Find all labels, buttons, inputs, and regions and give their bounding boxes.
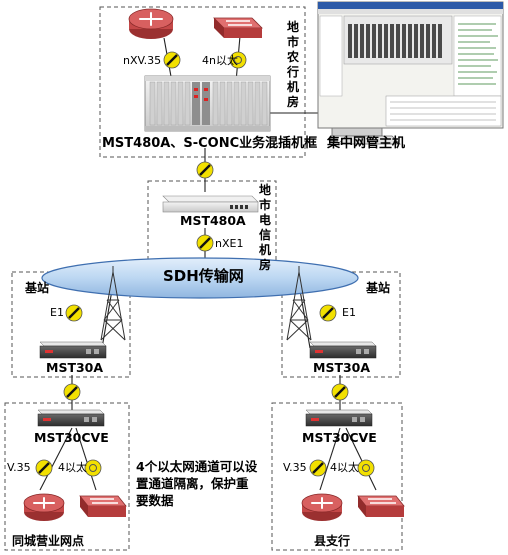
switch-right-icon [357, 495, 405, 517]
base-station-right-label: 基站 [366, 281, 391, 295]
nxe1-label: nXE1 [215, 237, 244, 250]
nms-host-label: 集中网管主机 [327, 136, 406, 151]
e1-right-label: E1 [342, 306, 356, 319]
mst30a-right-device-icon [309, 341, 377, 359]
nms-software-screenshot [317, 1, 504, 129]
connector-icon [65, 304, 83, 322]
mst30a-left-label: MST30A [46, 360, 104, 375]
mst30cve-left-label: MST30CVE [34, 430, 109, 445]
connector-icon [196, 161, 214, 179]
nxv35-label: nXV.35 [123, 54, 162, 67]
mst480a-label: MST480A [180, 213, 246, 228]
chassis-title: MST480A、S-CONC业务混插机框 [102, 136, 318, 151]
mst30a-right-label: MST30A [313, 360, 371, 375]
router-right-icon [301, 493, 343, 521]
e1-left-label: E1 [50, 306, 64, 319]
v35-left-label: V.35 [7, 461, 31, 474]
connector-icon [63, 383, 81, 401]
connector-icon [84, 459, 102, 477]
sdh-network-cloud [41, 257, 359, 299]
eth4-right-label: 4以太 [330, 461, 359, 474]
switch-icon [213, 17, 263, 38]
connector-icon [331, 383, 349, 401]
eth4-left-label: 4以太 [58, 461, 87, 474]
router-left-icon [23, 493, 65, 521]
tower-right-icon [286, 266, 312, 341]
router-icon [128, 8, 174, 39]
connector-icon [309, 459, 327, 477]
n4eth-label: 4n以太 [202, 54, 238, 67]
isolation-description: 4个以太网通道可以设 置通道隔离，保护重 要数据 [136, 459, 258, 508]
sdh-network-label: SDH传输网 [163, 267, 244, 285]
connector-icons [35, 51, 375, 477]
base-station-left-label: 基站 [25, 281, 50, 295]
connector-icon [196, 234, 214, 252]
connector-icon [163, 51, 181, 69]
mst30a-left-device-icon [39, 341, 107, 359]
connector-icon [229, 51, 247, 69]
mst480a-device-icon [162, 195, 259, 213]
mst30cve-right-device-icon [305, 409, 373, 427]
site-right-label: 县支行 [314, 534, 351, 548]
site-left-box [4, 402, 130, 551]
switch-left-icon [79, 495, 127, 517]
site-left-label: 同城营业网点 [12, 534, 85, 548]
tower-left-icon [100, 266, 126, 341]
connector-icon [319, 304, 337, 322]
chassis-icon [144, 75, 271, 132]
rural-bank-room-box [99, 6, 306, 158]
connector-icon [35, 459, 53, 477]
site-right-box [271, 402, 403, 551]
mst30cve-left-device-icon [37, 409, 105, 427]
telecom-room-label: 地 市 电 信 机 房 [258, 183, 271, 272]
v35-right-label: V.35 [283, 461, 307, 474]
connector-icon [357, 459, 375, 477]
mst30cve-right-label: MST30CVE [302, 430, 377, 445]
rural-bank-room-label: 地 市 农 行 机 房 [286, 20, 299, 109]
